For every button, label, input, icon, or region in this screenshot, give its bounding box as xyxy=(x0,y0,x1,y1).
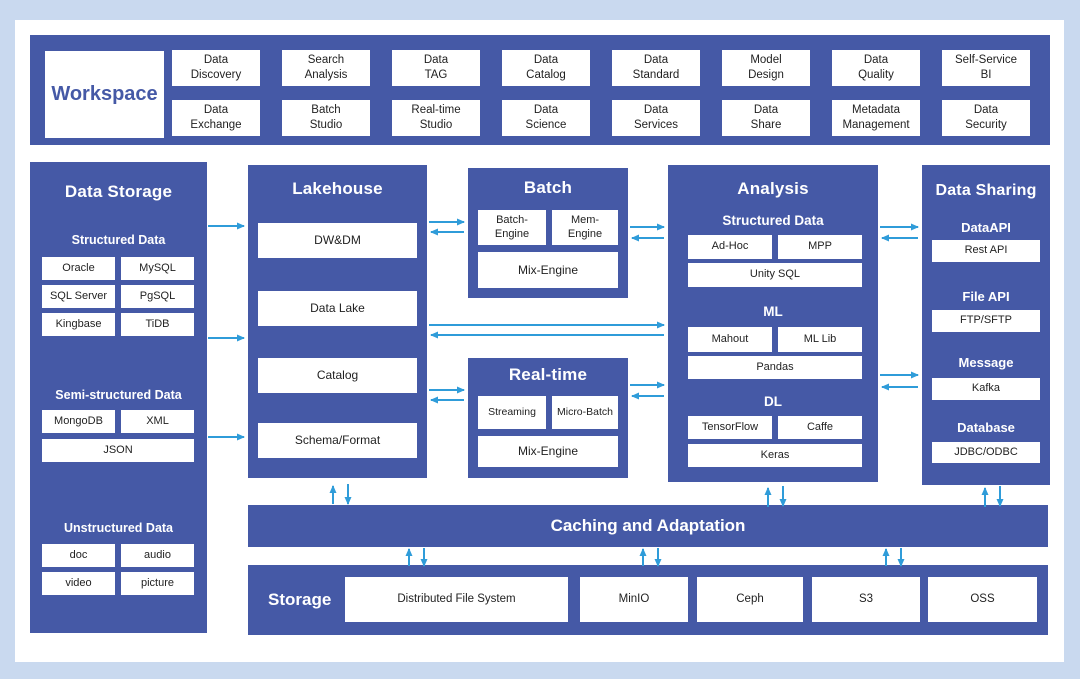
unstructured-data-label: Unstructured Data xyxy=(63,521,174,535)
workspace-item-data-services: Data Services xyxy=(612,100,700,136)
workspace-column: Model Design Data Share xyxy=(722,50,810,136)
box-mongodb: MongoDB xyxy=(42,410,115,433)
analysis-title: Analysis xyxy=(737,179,809,198)
workspace-item-metadata-management: Metadata Management xyxy=(832,100,920,136)
workspace-column: Data TAG Real-time Studio xyxy=(392,50,480,136)
message-label: Message xyxy=(958,355,1014,370)
lakehouse-panel: Lakehouse DW&DM Data Lake Catalog Schema… xyxy=(248,165,427,478)
box-mahout: Mahout xyxy=(688,327,772,352)
data-sharing-title: Data Sharing xyxy=(935,182,1037,199)
box-kingbase: Kingbase xyxy=(42,313,115,336)
box-mem-engine: Mem- Engine xyxy=(552,210,618,245)
box-batch-mix-engine: Mix-Engine xyxy=(478,252,618,288)
semi-structured-data-label: Semi-structured Data xyxy=(55,388,182,402)
box-realtime-mix-engine: Mix-Engine xyxy=(478,436,618,467)
workspace-column: Data Standard Data Services xyxy=(612,50,700,136)
box-pandas: Pandas xyxy=(688,356,862,379)
box-schema-format: Schema/Format xyxy=(258,423,417,458)
box-s3: S3 xyxy=(812,577,920,622)
box-mpp: MPP xyxy=(778,235,862,259)
workspace-item-batch-studio: Batch Studio xyxy=(282,100,370,136)
box-ftp-sftp: FTP/SFTP xyxy=(932,310,1040,332)
box-tensorflow: TensorFlow xyxy=(688,416,772,439)
box-sql-server: SQL Server xyxy=(42,285,115,308)
analysis-dl-label: DL xyxy=(764,394,782,409)
caching-adaptation-title: Caching and Adaptation xyxy=(550,516,746,535)
analysis-panel: Analysis Structured Data Ad-Hoc MPP Unit… xyxy=(668,165,878,482)
workspace-item-data-share: Data Share xyxy=(722,100,810,136)
data-storage-panel: Data Storage Structured Data Oracle MySQ… xyxy=(30,162,207,633)
box-micro-batch: Micro-Batch xyxy=(552,396,618,429)
workspace-item-data-science: Data Science xyxy=(502,100,590,136)
caching-adaptation-panel: Caching and Adaptation xyxy=(248,505,1048,547)
workspace-column: Search Analysis Batch Studio xyxy=(282,50,370,136)
box-caffe: Caffe xyxy=(778,416,862,439)
box-batch-engine: Batch- Engine xyxy=(478,210,546,245)
storage-panel: Storage Distributed File System MinIO Ce… xyxy=(248,565,1048,635)
box-jdbc-odbc: JDBC/ODBC xyxy=(932,442,1040,463)
box-ml-lib: ML Lib xyxy=(778,327,862,352)
box-catalog: Catalog xyxy=(258,358,417,393)
box-streaming: Streaming xyxy=(478,396,546,429)
file-api-label: File API xyxy=(962,289,1010,304)
lakehouse-title: Lakehouse xyxy=(292,179,383,198)
box-dw-dm: DW&DM xyxy=(258,223,417,258)
box-kafka: Kafka xyxy=(932,378,1040,400)
data-sharing-panel: Data Sharing DataAPI Rest API File API F… xyxy=(922,165,1050,485)
dataapi-label: DataAPI xyxy=(961,220,1011,235)
workspace-item-self-service-bi: Self-Service BI xyxy=(942,50,1030,86)
box-xml: XML xyxy=(121,410,194,433)
box-minio: MinIO xyxy=(580,577,688,622)
box-ad-hoc: Ad-Hoc xyxy=(688,235,772,259)
box-audio: audio xyxy=(121,544,194,567)
workspace-item-data-discovery: Data Discovery xyxy=(172,50,260,86)
workspace-item-data-quality: Data Quality xyxy=(832,50,920,86)
workspace-column: Data Discovery Data Exchange xyxy=(172,50,260,136)
box-oracle: Oracle xyxy=(42,257,115,280)
box-json: JSON xyxy=(42,439,194,462)
analysis-structured-label: Structured Data xyxy=(722,213,824,228)
data-storage-title: Data Storage xyxy=(64,182,173,201)
workspace-panel: Workspace Data Discovery Data Exchange S… xyxy=(30,35,1050,145)
workspace-column: Data Catalog Data Science xyxy=(502,50,590,136)
workspace-column: Self-Service BI Data Security xyxy=(942,50,1030,136)
box-doc: doc xyxy=(42,544,115,567)
storage-title: Storage xyxy=(268,590,332,609)
workspace-grid: Data Discovery Data Exchange Search Anal… xyxy=(172,50,1030,136)
workspace-title: Workspace xyxy=(45,51,164,138)
box-data-lake: Data Lake xyxy=(258,291,417,326)
workspace-item-data-security: Data Security xyxy=(942,100,1030,136)
batch-panel: Batch Batch- Engine Mem- Engine Mix-Engi… xyxy=(468,168,628,298)
box-oss: OSS xyxy=(928,577,1037,622)
workspace-item-data-exchange: Data Exchange xyxy=(172,100,260,136)
box-picture: picture xyxy=(121,572,194,595)
workspace-item-data-tag: Data TAG xyxy=(392,50,480,86)
workspace-item-search-analysis: Search Analysis xyxy=(282,50,370,86)
box-distributed-file-system: Distributed File System xyxy=(345,577,568,622)
analysis-ml-label: ML xyxy=(763,304,783,319)
batch-title: Batch xyxy=(523,178,573,197)
box-rest-api: Rest API xyxy=(932,240,1040,262)
realtime-title: Real-time xyxy=(508,365,588,384)
workspace-item-data-standard: Data Standard xyxy=(612,50,700,86)
workspace-item-model-design: Model Design xyxy=(722,50,810,86)
structured-data-label: Structured Data xyxy=(71,233,166,247)
box-keras: Keras xyxy=(688,444,862,467)
box-video: video xyxy=(42,572,115,595)
realtime-panel: Real-time Streaming Micro-Batch Mix-Engi… xyxy=(468,358,628,478)
workspace-item-realtime-studio: Real-time Studio xyxy=(392,100,480,136)
workspace-column: Data Quality Metadata Management xyxy=(832,50,920,136)
box-mysql: MySQL xyxy=(121,257,194,280)
box-unity-sql: Unity SQL xyxy=(688,263,862,287)
database-label: Database xyxy=(957,420,1015,435)
box-ceph: Ceph xyxy=(697,577,803,622)
box-tidb: TiDB xyxy=(121,313,194,336)
workspace-item-data-catalog: Data Catalog xyxy=(502,50,590,86)
box-pgsql: PgSQL xyxy=(121,285,194,308)
